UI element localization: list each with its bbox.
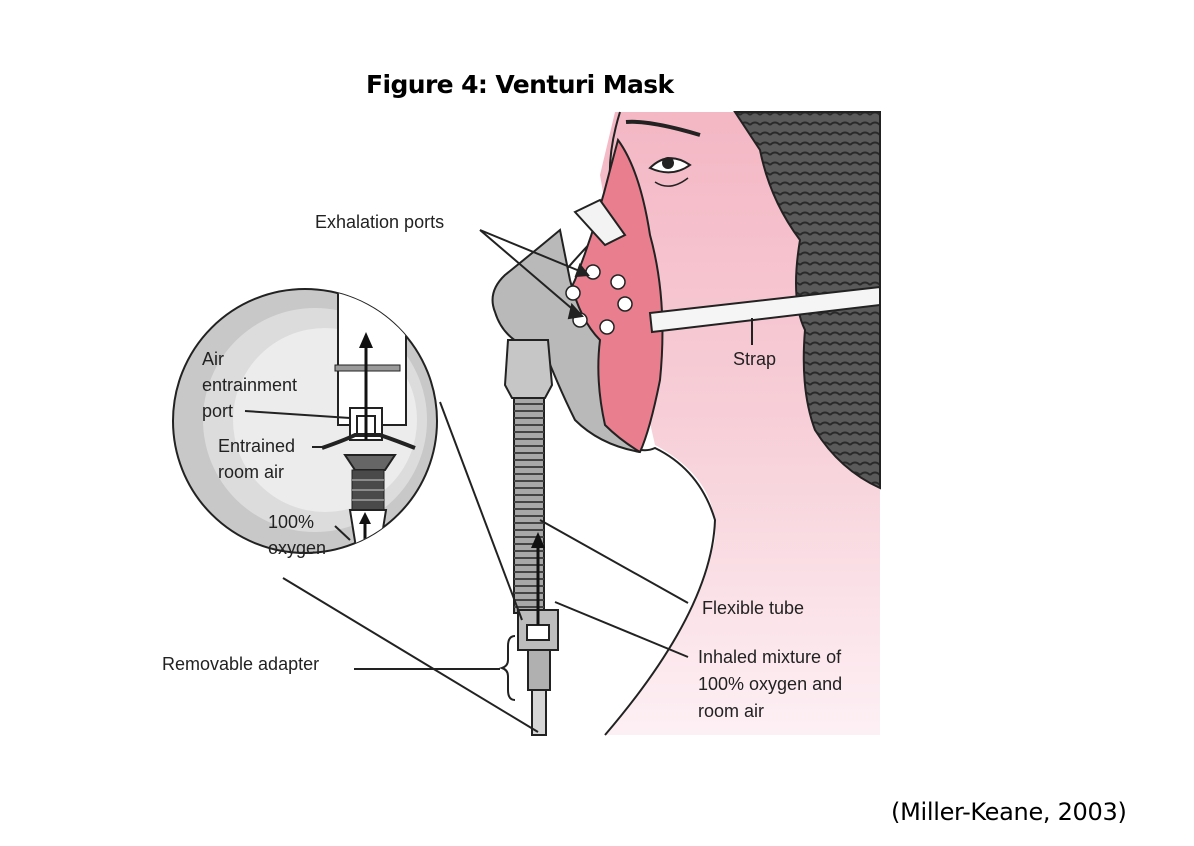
- label-oxygen-line2: oxygen: [268, 538, 326, 558]
- label-inhaled-line2: 100% oxygen and: [698, 674, 842, 694]
- mask-connector: [505, 340, 552, 398]
- label-air-port-line1: Air: [202, 349, 224, 369]
- label-oxygen-line1: 100%: [268, 512, 314, 532]
- label-entrained-line1: Entrained: [218, 436, 295, 456]
- label-exhalation-ports: Exhalation ports: [315, 212, 444, 232]
- citation: (Miller-Keane, 2003): [891, 798, 1127, 826]
- label-inhaled-line1: Inhaled mixture of: [698, 647, 842, 667]
- label-entrained-line2: room air: [218, 462, 284, 482]
- label-inhaled-line3: room air: [698, 701, 764, 721]
- label-air-port-line3: port: [202, 401, 233, 421]
- label-flexible-tube: Flexible tube: [702, 598, 804, 618]
- adapter-bracket: [502, 636, 515, 700]
- label-strap: Strap: [733, 349, 776, 369]
- flexible-tube: [514, 398, 558, 735]
- label-air-port-line2: entrainment: [202, 375, 297, 395]
- label-removable-adapter: Removable adapter: [162, 654, 319, 674]
